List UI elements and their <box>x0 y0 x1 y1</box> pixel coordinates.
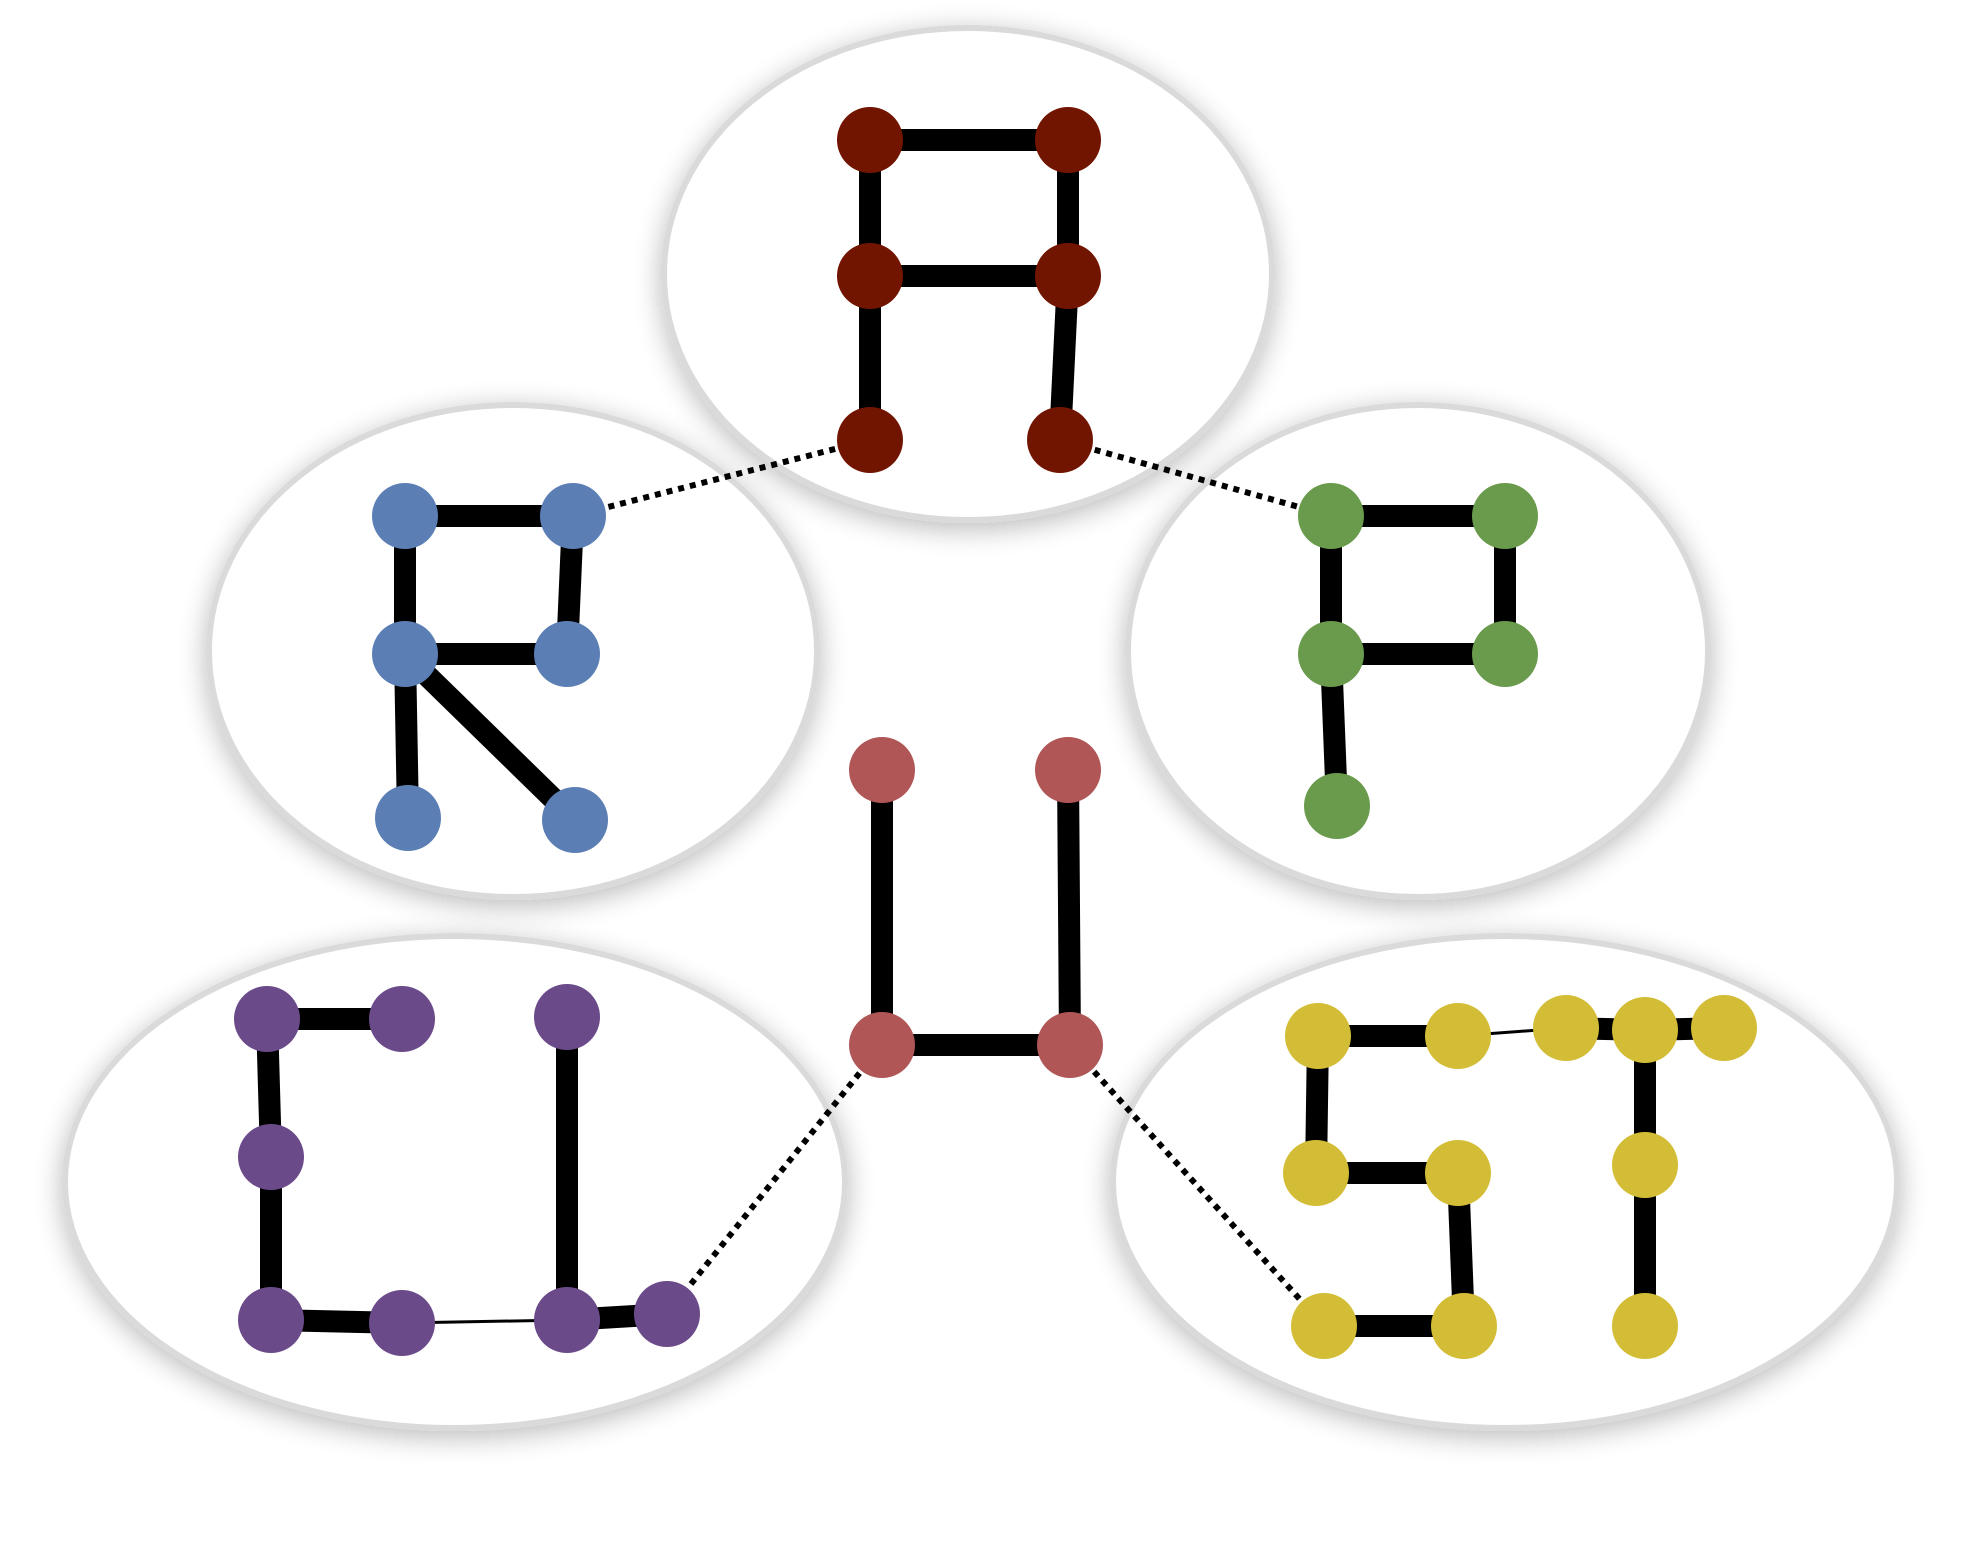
center-group-edge-1 <box>1057 769 1081 1046</box>
cluster-right-node-2 <box>1298 621 1364 687</box>
cluster-bottom-right-node-1 <box>1425 1003 1491 1069</box>
cluster-bottom-left-node-6 <box>534 1287 600 1353</box>
cluster-top-node-2 <box>837 243 903 309</box>
nodes-layer <box>234 107 1757 1359</box>
cluster-bottom-right-node-2 <box>1533 995 1599 1061</box>
cluster-right-node-1 <box>1472 483 1538 549</box>
cluster-top-node-1 <box>1035 107 1101 173</box>
cluster-top-node-3 <box>1035 243 1101 309</box>
clusters-layer <box>62 25 1900 1431</box>
link-cluster-top-to-cluster-left <box>572 437 871 519</box>
cluster-right-node-3 <box>1472 621 1538 687</box>
cluster-left-node-2 <box>372 621 438 687</box>
link-center-group-to-cluster-bottom-left <box>664 1043 885 1316</box>
cluster-top-node-4 <box>837 407 903 473</box>
cluster-top-node-0 <box>837 107 903 173</box>
cluster-bottom-left-node-1 <box>369 986 435 1052</box>
cluster-bottom-right-ellipse <box>1110 933 1900 1431</box>
cluster-bottom-right-node-5 <box>1283 1140 1349 1206</box>
cluster-bottom-left-node-4 <box>238 1287 304 1353</box>
center-group-node-1 <box>1035 737 1101 803</box>
cluster-bottom-left-node-2 <box>534 984 600 1050</box>
center-group-node-2 <box>849 1012 915 1078</box>
cluster-right-node-0 <box>1298 483 1364 549</box>
cluster-left-node-4 <box>375 785 441 851</box>
cluster-bottom-left-ellipse <box>62 933 848 1431</box>
cluster-bottom-left-node-3 <box>238 1124 304 1190</box>
link-center-group-to-cluster-bottom-right <box>1067 1042 1327 1329</box>
cluster-top-node-5 <box>1027 407 1093 473</box>
cluster-left-node-0 <box>372 483 438 549</box>
cluster-bottom-left-node-0 <box>234 986 300 1052</box>
cluster-bottom-right-node-7 <box>1612 1132 1678 1198</box>
cluster-bottom-right-node-6 <box>1425 1140 1491 1206</box>
cluster-bottom-left-node-5 <box>369 1290 435 1356</box>
cluster-bottom-right-node-3 <box>1612 997 1678 1063</box>
inter-cluster-links-layer <box>572 437 1332 1329</box>
cluster-bottom-right-node-10 <box>1612 1293 1678 1359</box>
cluster-bottom-right-node-9 <box>1431 1293 1497 1359</box>
cluster-bottom-right-node-0 <box>1285 1003 1351 1069</box>
cluster-right-node-4 <box>1304 773 1370 839</box>
center-group-node-0 <box>849 737 915 803</box>
center-group-node-3 <box>1037 1012 1103 1078</box>
cluster-left-node-1 <box>540 483 606 549</box>
cluster-left-node-3 <box>534 621 600 687</box>
cluster-left-node-5 <box>542 787 608 853</box>
cluster-left-edge-5 <box>397 646 583 828</box>
cluster-bottom-left-node-7 <box>634 1281 700 1347</box>
cluster-bottom-right-node-4 <box>1691 995 1757 1061</box>
cluster-bottom-right-node-8 <box>1291 1293 1357 1359</box>
